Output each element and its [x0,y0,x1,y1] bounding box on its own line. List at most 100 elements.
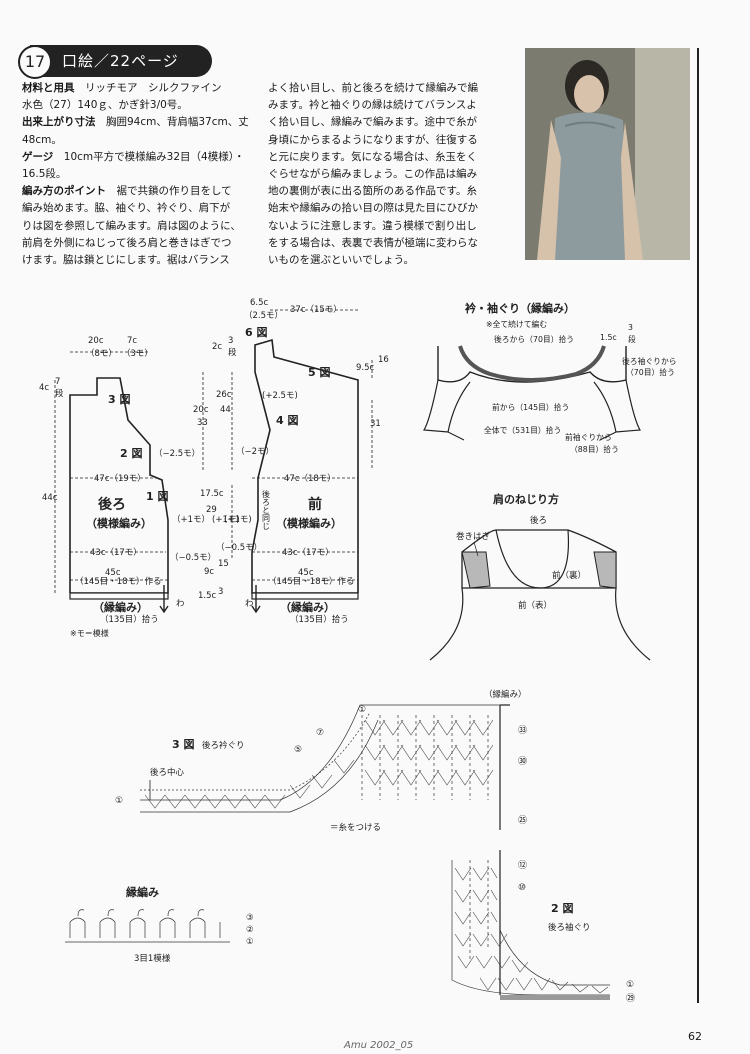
svg-text:後ろ袖ぐり: 後ろ袖ぐり [548,922,591,933]
svg-text:（縁編み）: （縁編み） [93,600,148,614]
front-top-width: 6.5c [250,298,269,308]
svg-text:2c: 2c [212,342,222,352]
svg-text:わ: わ [176,599,185,609]
svg-text:26c: 26c [216,390,232,400]
svg-text:47c（18モ）: 47c（18モ） [284,473,336,484]
front-body-diagram [251,338,359,594]
svg-text:段: 段 [628,334,636,344]
svg-text:（縁編み）: （縁編み） [484,689,527,700]
fig2-chart-label: 2 図 [551,901,573,915]
back-top-width: 20c [88,336,104,346]
svg-text:（145目・18モ）作る: （145目・18モ）作る [268,576,355,587]
instructions-col1: 材料と用具 リッチモア シルクファイン 水色（27）140ｇ、かぎ針3/0号。 … [22,82,249,267]
svg-text:45c: 45c [298,568,314,578]
svg-text:（−2.5モ）: （−2.5モ） [154,448,200,459]
svg-text:3: 3 [628,323,633,332]
svg-text:⑫: ⑫ [518,860,527,871]
svg-text:29: 29 [206,505,217,515]
svg-text:（2.5モ）: （2.5モ） [244,310,283,321]
svg-text:わ: わ [245,599,254,609]
svg-text:17.5c: 17.5c [200,489,224,499]
svg-text:⑩: ⑩ [518,883,526,893]
svg-text:16: 16 [378,355,389,365]
svg-text:※全て続けて編む: ※全て続けて編む [486,319,547,329]
svg-text:（−0.5モ）: （−0.5モ） [216,542,262,553]
svg-text:（3モ）: （3モ） [122,348,153,359]
svg-text:①: ① [358,705,366,715]
page-title: 口絵／22ページ [62,52,179,70]
fig2-marker: 2 図 [120,446,142,460]
svg-text:9c: 9c [204,567,214,577]
fig4-marker: 4 図 [276,413,298,427]
svg-text:7: 7 [55,377,60,387]
header-banner [30,45,212,77]
svg-text:後ろ中心: 後ろ中心 [150,767,185,778]
svg-text:1.5c: 1.5c [198,591,217,601]
svg-text:（70目）拾う: （70目）拾う [626,367,675,377]
svg-text:⑦: ⑦ [316,728,324,738]
svg-text:全体で（531目）拾う: 全体で（531目）拾う [484,425,561,435]
svg-text:37c（15モ）: 37c（15モ） [290,304,342,315]
edge-title: 縁編み [126,885,159,899]
svg-text:（145目・18モ）作る: （145目・18モ）作る [75,576,162,587]
svg-text:③: ③ [246,913,254,923]
shoulder-title: 肩のねじり方 [493,492,559,506]
svg-text:45c: 45c [105,568,121,578]
svg-text:㉚: ㉚ [518,756,527,767]
svg-text:31: 31 [370,419,381,429]
svg-text:44: 44 [220,405,231,415]
back-title: 後ろ [98,496,126,513]
svg-text:段: 段 [55,388,64,399]
svg-text:前から（145目）拾う: 前から（145目）拾う [492,402,569,412]
svg-text:20c: 20c [193,405,209,415]
svg-text:前（裏）: 前（裏） [552,570,586,581]
svg-text:47c（19モ）: 47c（19モ） [94,473,146,484]
shoulder-twist-diagram [429,529,651,661]
svg-text:（+1モ）: （+1モ） [172,514,210,525]
svg-text:①: ① [246,937,254,947]
page-number: 62 [688,1030,702,1043]
svg-text:㉕: ㉕ [518,815,527,826]
back-body-diagram [69,377,169,594]
svg-text:後ろ衿ぐり: 後ろ衿ぐり [202,740,245,751]
svg-text:（−0.5モ）: （−0.5モ） [170,552,216,563]
pattern-number: 17 [18,45,52,79]
svg-text:（模様編み）: （模様編み） [86,516,152,530]
svg-text:3: 3 [228,336,233,346]
row-marker: ① [115,796,123,806]
svg-text:（8モ）: （8モ） [86,348,117,359]
instructions-col2: よく拾い目し、前と後ろを続けて縁編みで編 みます。衿と袖ぐりの縁は続けてバランス… [268,82,478,267]
collar-armhole-diagram [422,345,642,441]
svg-text:3目1模様: 3目1模様 [134,953,171,964]
page-rule [697,48,699,1003]
svg-text:15: 15 [218,559,229,569]
collar-title: 衿・袖ぐり（縁編み） [465,301,575,315]
svg-text:後ろ: 後ろ [530,515,547,526]
fig3-chart-label: 3 図 [172,737,194,751]
svg-text:（模様編み）: （模様編み） [276,516,342,530]
svg-text:9.5c: 9.5c [356,363,375,373]
fig3-marker: 3 図 [108,392,130,406]
svg-text:①: ① [626,980,634,990]
svg-text:（88目）拾う: （88目）拾う [570,444,619,454]
svg-text:⑤: ⑤ [294,745,302,755]
svg-text:段: 段 [228,347,237,358]
svg-text:44c: 44c [42,493,58,503]
svg-text:㉙: ㉙ [626,993,635,1004]
stitch-pattern-neck [144,719,494,809]
svg-text:(+1モ): (+1モ) [224,515,252,525]
fig6-marker: 6 図 [245,325,267,339]
fig5-marker: 5 図 [308,365,330,379]
svg-text:（−2モ）: （−2モ） [236,446,274,457]
svg-text:後ろ袖ぐりから: 後ろ袖ぐりから [622,356,677,366]
svg-text:前袖ぐりから: 前袖ぐりから [565,432,612,442]
svg-text:㉝: ㉝ [518,725,527,736]
svg-text:＝糸をつける: ＝糸をつける [330,822,381,833]
svg-text:巻きはぎ: 巻きはぎ [456,531,491,542]
svg-text:3: 3 [218,587,223,597]
svg-text:後ろから（70目）拾う: 後ろから（70目）拾う [494,334,574,344]
front-title: 前 [308,496,322,513]
svg-text:4c: 4c [39,383,49,393]
svg-text:②: ② [246,925,254,935]
